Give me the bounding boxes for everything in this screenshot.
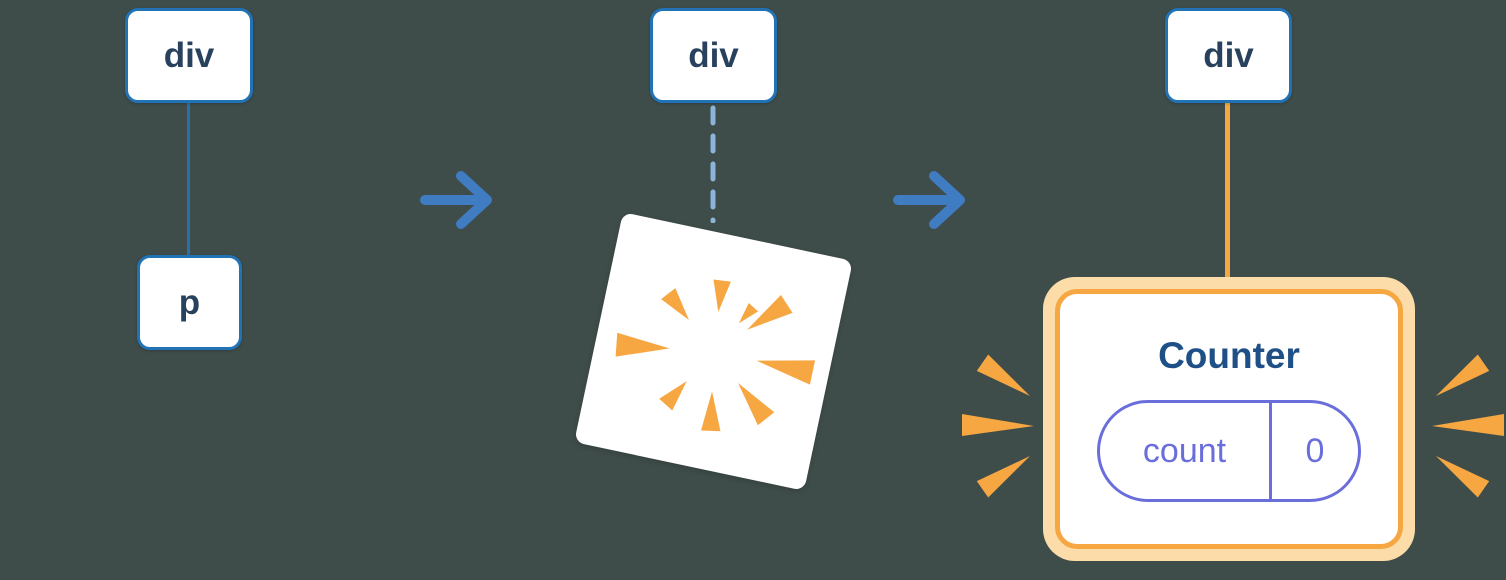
sparkle-rays-right-icon — [1432, 354, 1504, 498]
state-pill-divider — [1269, 403, 1272, 500]
counter-component-card: Counter count 0 — [1055, 289, 1403, 549]
component-title: Counter — [1158, 334, 1300, 376]
dom-node-div-after: div — [1165, 8, 1292, 103]
poof-burst-icon — [615, 279, 816, 432]
sparkle-rays-left-icon — [962, 354, 1034, 498]
state-pill: count 0 — [1097, 400, 1361, 503]
tree-edge-after — [1225, 100, 1230, 282]
component-highlight-glow: Counter count 0 — [1043, 277, 1415, 561]
arrow-right-icon — [893, 171, 965, 229]
dom-node-label: div — [1203, 36, 1254, 75]
state-key-label: count — [1142, 431, 1227, 470]
dashed-tree-edge — [710, 105, 716, 223]
arrow-right-icon — [420, 171, 492, 229]
dom-node-div-before: div — [125, 8, 253, 103]
tree-edge-before — [187, 103, 190, 255]
dom-node-div-middle: div — [650, 8, 777, 103]
dom-node-p: p — [137, 255, 242, 350]
dom-node-label: div — [163, 36, 215, 75]
dom-node-label: p — [178, 283, 201, 322]
removed-node-card — [574, 212, 853, 491]
state-value: 0 — [1305, 431, 1325, 470]
dom-node-label: div — [688, 36, 739, 75]
